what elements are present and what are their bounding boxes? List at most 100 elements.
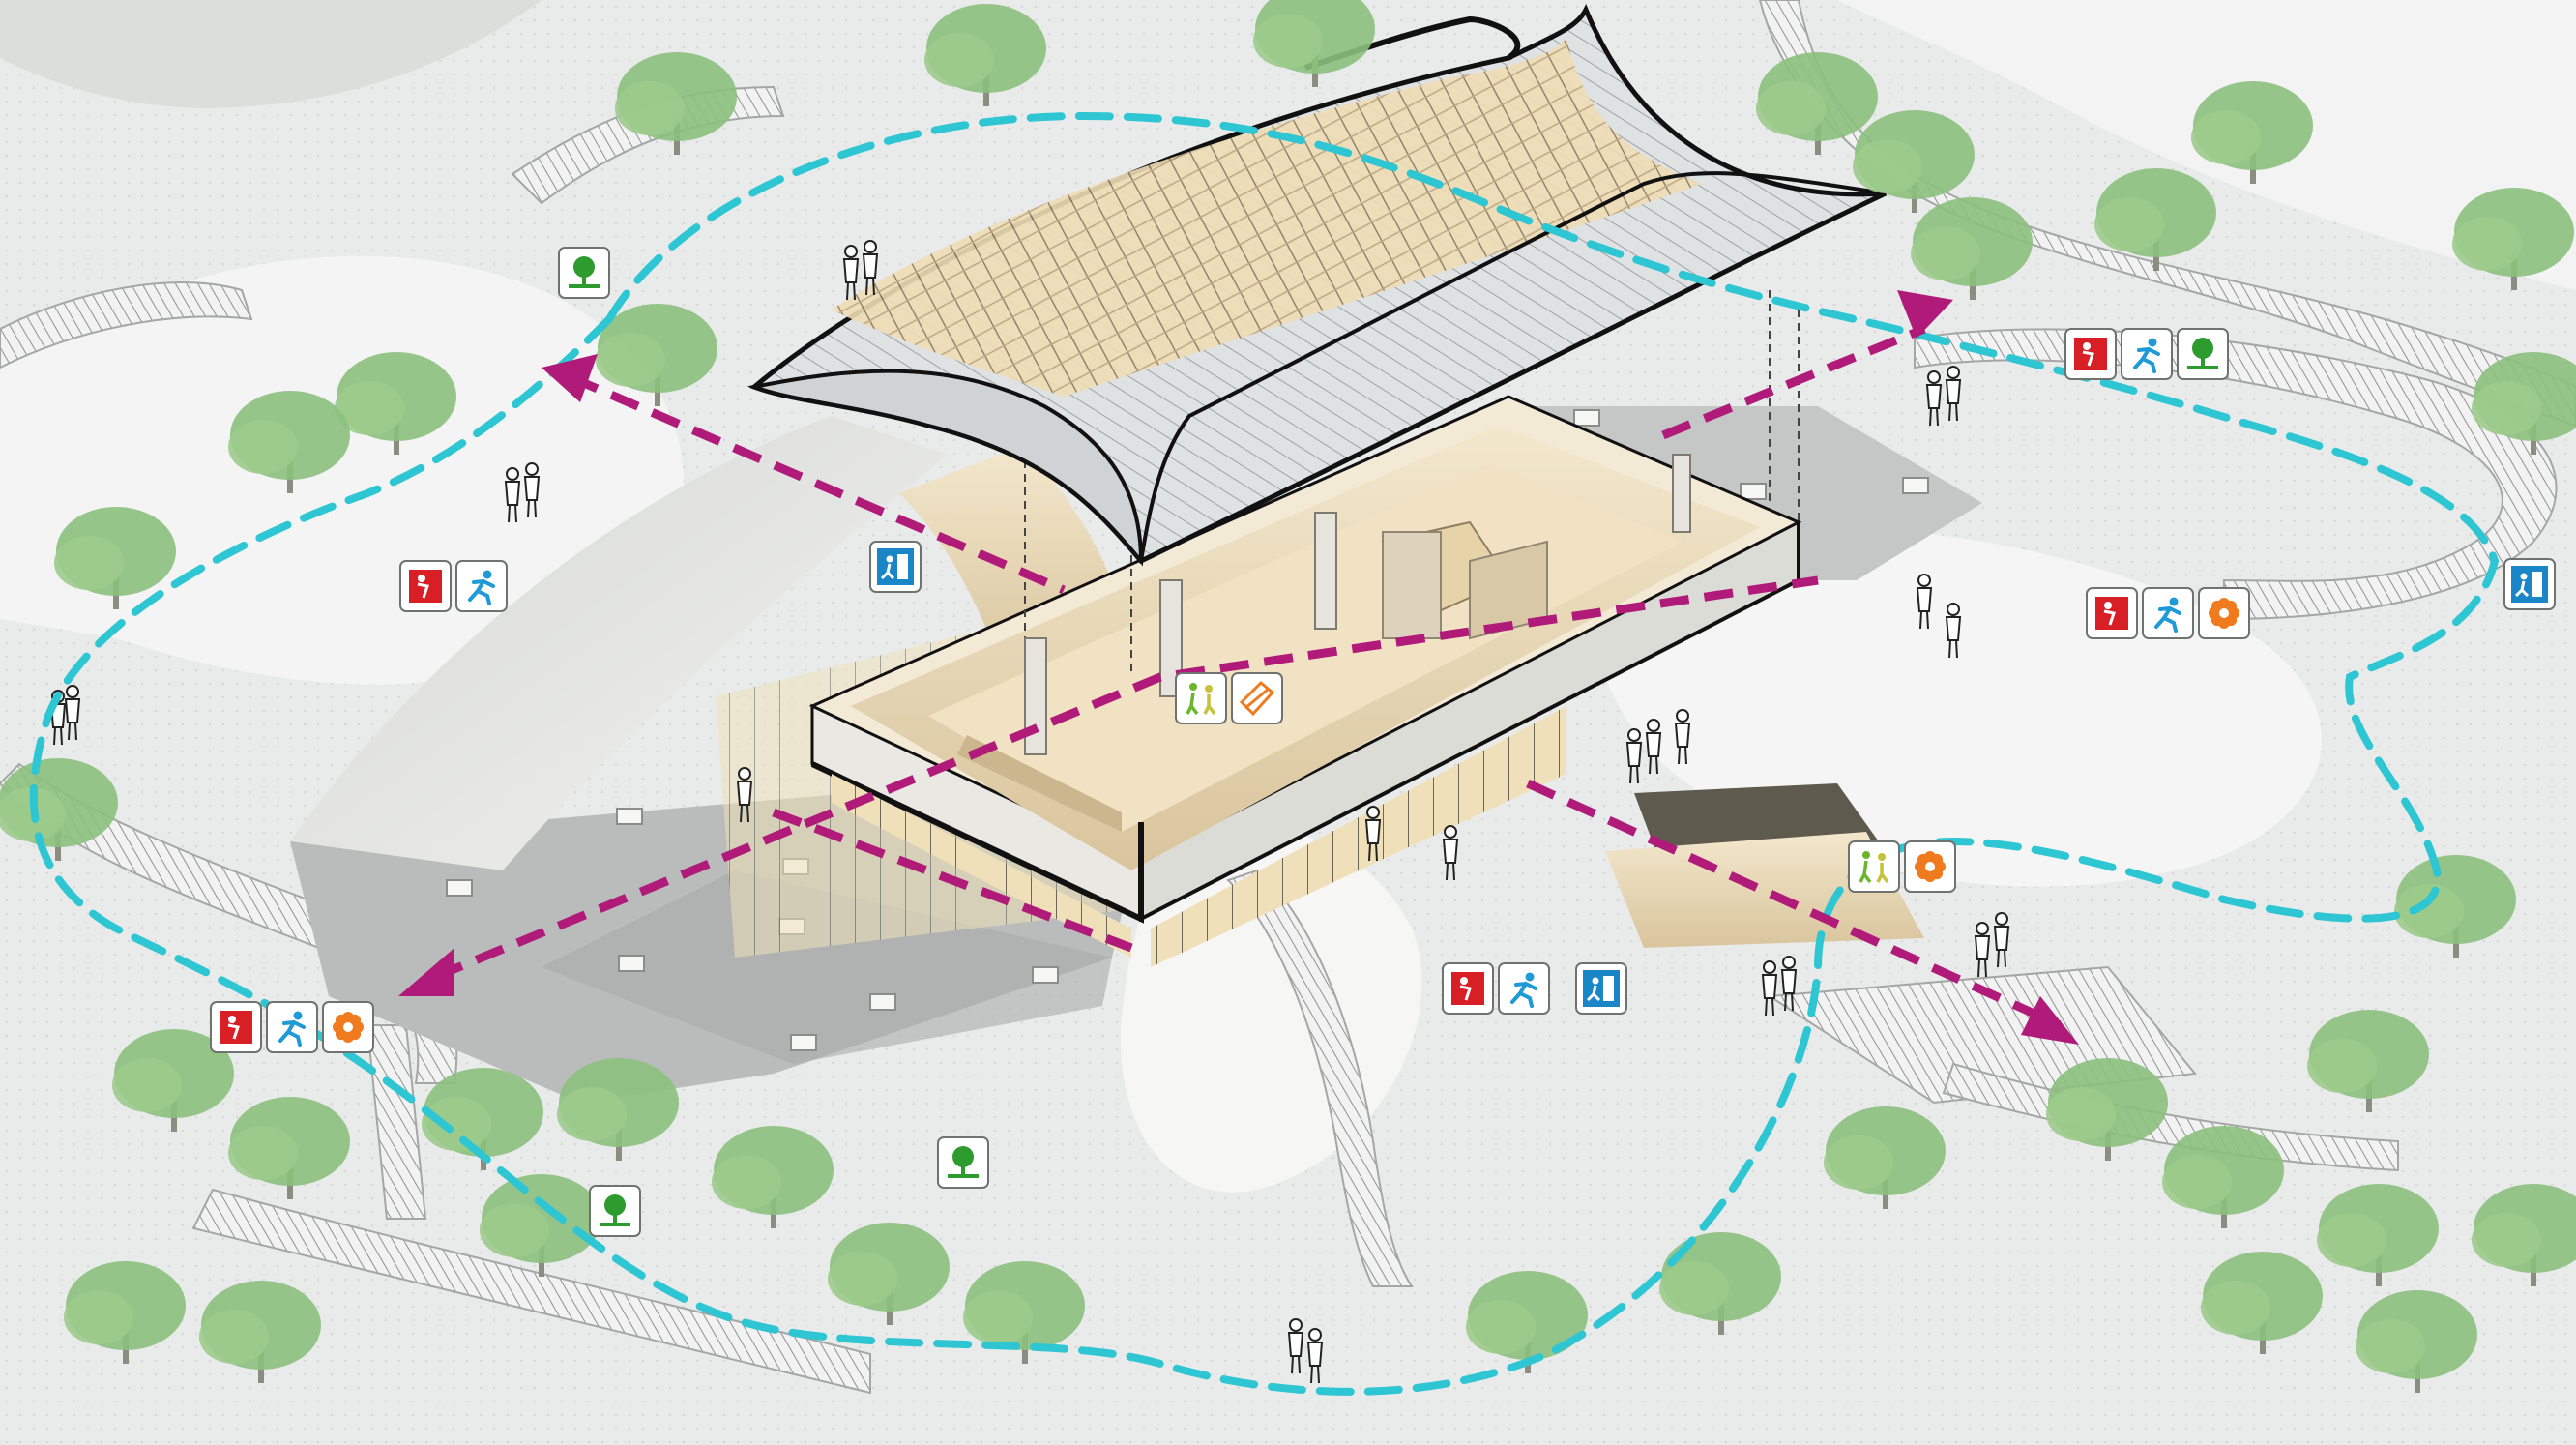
tree xyxy=(335,352,456,455)
activity-icons xyxy=(210,247,2556,1237)
activity-icon-group xyxy=(2064,328,2229,380)
tree-bench-icon xyxy=(937,1136,989,1189)
tree xyxy=(924,4,1046,106)
activity-icon-group xyxy=(2503,558,2556,610)
art-craft-icon xyxy=(1231,672,1283,724)
climbing-icon xyxy=(1442,962,1494,1015)
tree xyxy=(2162,1126,2284,1228)
tree-bench-icon xyxy=(558,247,610,299)
tree xyxy=(1756,52,1878,155)
person xyxy=(1364,806,1382,862)
tree xyxy=(2201,1252,2323,1354)
running-icon xyxy=(2121,328,2173,380)
tree xyxy=(2356,1290,2477,1393)
activity-icon-group xyxy=(1575,962,1627,1015)
tree xyxy=(64,1261,186,1364)
flower-icon xyxy=(2198,587,2250,639)
person xyxy=(736,767,753,823)
tree xyxy=(2394,855,2516,958)
tree xyxy=(1659,1232,1781,1335)
floating-roof xyxy=(746,4,1888,567)
person xyxy=(1925,370,1943,427)
flower-icon xyxy=(322,1001,374,1053)
tree-bench-icon xyxy=(2177,328,2229,380)
tree xyxy=(596,304,717,406)
tree xyxy=(2046,1058,2168,1161)
running-icon xyxy=(1498,962,1550,1015)
tree xyxy=(1853,110,1975,213)
activity-icon-group xyxy=(210,1001,374,1053)
tree xyxy=(2094,168,2216,271)
person xyxy=(504,467,521,523)
tree xyxy=(1911,197,2033,300)
climbing-icon xyxy=(2086,587,2138,639)
person xyxy=(1306,1328,1324,1384)
person xyxy=(1993,912,2010,968)
climbing-icon xyxy=(399,560,452,612)
tree xyxy=(480,1174,601,1277)
person xyxy=(1645,719,1662,775)
tree xyxy=(1824,1106,1946,1209)
person xyxy=(1287,1318,1304,1374)
person xyxy=(523,462,541,518)
person xyxy=(1674,709,1691,765)
route-arrowheads xyxy=(398,290,2079,1045)
tree xyxy=(2191,81,2313,184)
tree xyxy=(1466,1271,1588,1373)
dancing-icon xyxy=(1175,672,1227,724)
person xyxy=(862,240,879,296)
people xyxy=(49,240,2010,1384)
activity-icon-group xyxy=(1442,962,1550,1015)
tree xyxy=(228,1097,350,1199)
tree xyxy=(828,1223,950,1325)
hatched-pathways xyxy=(0,0,2576,1395)
activity-icon-group xyxy=(869,541,922,593)
dancing-icon xyxy=(1848,840,1900,893)
running-icon xyxy=(266,1001,318,1053)
tree xyxy=(2472,1184,2576,1286)
tree xyxy=(557,1058,679,1161)
person xyxy=(1442,825,1459,881)
emergency-exit-icon xyxy=(2503,558,2556,610)
person xyxy=(1625,728,1643,784)
tree xyxy=(54,507,176,609)
running-icon xyxy=(2142,587,2194,639)
running-icon xyxy=(455,560,508,612)
person xyxy=(1974,922,1991,978)
tree xyxy=(615,52,737,155)
tree xyxy=(199,1281,321,1383)
flower-icon xyxy=(1904,840,1956,893)
trees xyxy=(0,0,2576,1393)
tree-bench-icon xyxy=(589,1185,641,1237)
tree xyxy=(2452,188,2574,290)
person xyxy=(1945,366,1962,422)
activity-icon-group xyxy=(558,247,610,299)
tree xyxy=(963,1261,1085,1364)
person xyxy=(64,685,81,741)
person xyxy=(1761,960,1778,1017)
activity-icon-group xyxy=(1175,672,1283,724)
emergency-exit-icon xyxy=(869,541,922,593)
person xyxy=(1945,603,1962,659)
building-volume xyxy=(808,290,1802,967)
tree xyxy=(2472,352,2576,455)
activity-icon-group xyxy=(1848,840,1956,893)
activity-icon-group xyxy=(399,560,508,612)
emergency-exit-icon xyxy=(1575,962,1627,1015)
person xyxy=(1916,574,1933,630)
activity-icon-group xyxy=(937,1136,989,1189)
activity-icon-group xyxy=(2086,587,2250,639)
person xyxy=(842,245,860,301)
climbing-icon xyxy=(210,1001,262,1053)
activity-icon-group xyxy=(589,1185,641,1237)
tree xyxy=(2307,1010,2429,1112)
climbing-icon xyxy=(2064,328,2117,380)
magenta-circulation-axes xyxy=(433,324,2062,1030)
tree xyxy=(228,391,350,493)
tree xyxy=(422,1068,543,1170)
tree xyxy=(112,1029,234,1132)
tree xyxy=(712,1126,834,1228)
tree xyxy=(1253,0,1375,87)
